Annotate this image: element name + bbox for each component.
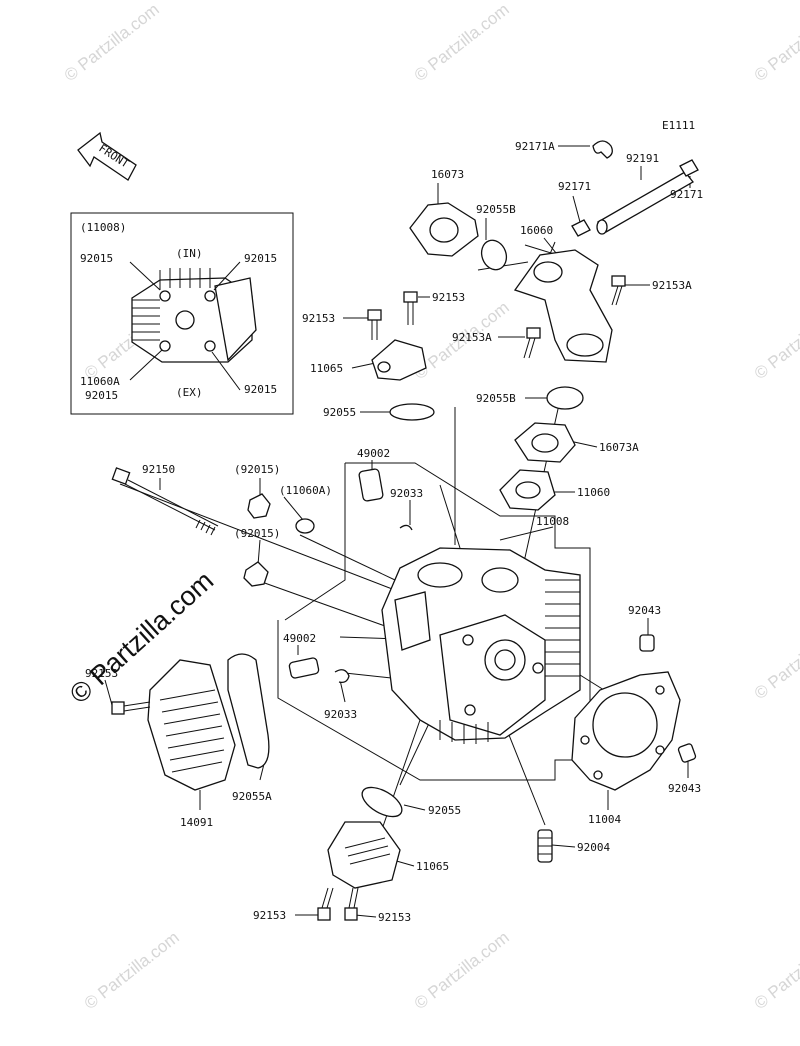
part-label: 14091 (180, 816, 213, 829)
part-labels: 92171A 92191 92171 92171 16073 92055B 16… (85, 140, 703, 924)
part-label: 92171A (515, 140, 555, 153)
front-arrow-icon: FRONT (77, 131, 137, 181)
intake-pipe-16060 (513, 249, 613, 363)
o-ring-92055 (389, 403, 435, 421)
inset-panel: (11008) (IN) (EX) 92015 92015 11060A 920… (70, 212, 294, 415)
part-label: 92055B (476, 203, 516, 216)
cap-11065 (371, 339, 427, 381)
stud-bolt-92150 (111, 467, 219, 536)
part-label: (11060A) (279, 484, 332, 497)
gasket-92055A (227, 653, 270, 769)
inset-label: 92015 (85, 389, 118, 402)
stud-92004 (537, 829, 553, 863)
part-label: 16060 (520, 224, 553, 237)
part-label: 92150 (142, 463, 175, 476)
bolt-92153A (523, 327, 541, 359)
guide-49002 (288, 657, 320, 679)
o-ring-92055 (361, 786, 403, 818)
part-label: 11060 (577, 486, 610, 499)
inset-ex-label: (EX) (176, 386, 203, 399)
part-label: 92153 (253, 909, 286, 922)
inset-label: 92015 (80, 252, 113, 265)
inset-in-label: (IN) (176, 247, 203, 260)
part-label: 92153 (378, 911, 411, 924)
watermark: © Partzilla.com (81, 928, 183, 1014)
bolt-92153A (611, 275, 626, 306)
nut-92015 (243, 561, 269, 587)
clip-92171 (679, 159, 699, 177)
part-label: 16073 (431, 168, 464, 181)
part-label: 92043 (668, 782, 701, 795)
clip-92171A (592, 140, 613, 159)
bolt-92153 (111, 701, 151, 715)
part-label: 92055B (476, 392, 516, 405)
cylinder-head-11008 (381, 547, 581, 744)
part-label: 92153A (452, 331, 492, 344)
part-label: (92015) (234, 527, 280, 540)
bolt-92153 (367, 309, 382, 340)
cover-14091 (147, 659, 236, 791)
part-label: 92153A (652, 279, 692, 292)
guide-49002 (358, 468, 384, 502)
part-label: 11008 (536, 515, 569, 528)
part-label: 92033 (390, 487, 423, 500)
o-ring-92055B (480, 239, 508, 271)
gasket-11004 (571, 671, 681, 791)
part-label: 11065 (310, 362, 343, 375)
part-label: 92055 (428, 804, 461, 817)
part-label: 92055A (232, 790, 272, 803)
dowel-92043 (677, 743, 697, 763)
part-label: 92153 (432, 291, 465, 304)
nut-92015 (247, 493, 271, 519)
inset-title: (11008) (80, 221, 126, 234)
part-label: 92153 (85, 667, 118, 680)
cap-11065 (327, 821, 401, 889)
clip-92033 (399, 524, 413, 531)
part-label: 92171 (670, 188, 703, 201)
clip-92033 (334, 669, 350, 684)
part-label: 92055 (323, 406, 356, 419)
part-label: 11004 (588, 813, 621, 826)
diagram-code: E1111 (662, 119, 695, 132)
pipe-92191 (596, 171, 694, 235)
inset-label: 11060A (80, 375, 120, 388)
washer-11060A (295, 518, 315, 534)
watermark: © Partzilla.com (411, 928, 513, 1014)
gasket-11060 (499, 469, 556, 511)
part-label: 92033 (324, 708, 357, 721)
inset-label: 92015 (244, 383, 277, 396)
insulator-16073A (514, 422, 576, 463)
part-label: 92191 (626, 152, 659, 165)
part-label: 49002 (357, 447, 390, 460)
part-label: 11065 (416, 860, 449, 873)
part-label: 92043 (628, 604, 661, 617)
dowel-92043 (639, 634, 655, 652)
inset-label: 92015 (244, 252, 277, 265)
part-label: 92171 (558, 180, 591, 193)
cylinder-head-mini-icon (129, 261, 257, 391)
clip-92171 (571, 219, 591, 237)
o-ring-92055B (546, 386, 584, 410)
part-label: (92015) (234, 463, 280, 476)
insulator-16073 (409, 202, 479, 257)
part-label: 92004 (577, 841, 610, 854)
part-label: 49002 (283, 632, 316, 645)
watermark: © Partzilla.com (61, 0, 163, 85)
parts (111, 140, 699, 921)
bolt-92153 (344, 887, 359, 921)
watermark: © Partzilla.com (751, 298, 800, 384)
watermark: © Partzilla.com (411, 0, 513, 85)
bolt-92153 (403, 291, 418, 325)
watermark: © Partzilla.com (751, 0, 800, 85)
watermark: © Partzilla.com (751, 618, 800, 704)
part-label: 92153 (302, 312, 335, 325)
watermark: © Partzilla.com (751, 928, 800, 1014)
bolt-92153 (317, 887, 334, 921)
part-label: 16073A (599, 441, 639, 454)
